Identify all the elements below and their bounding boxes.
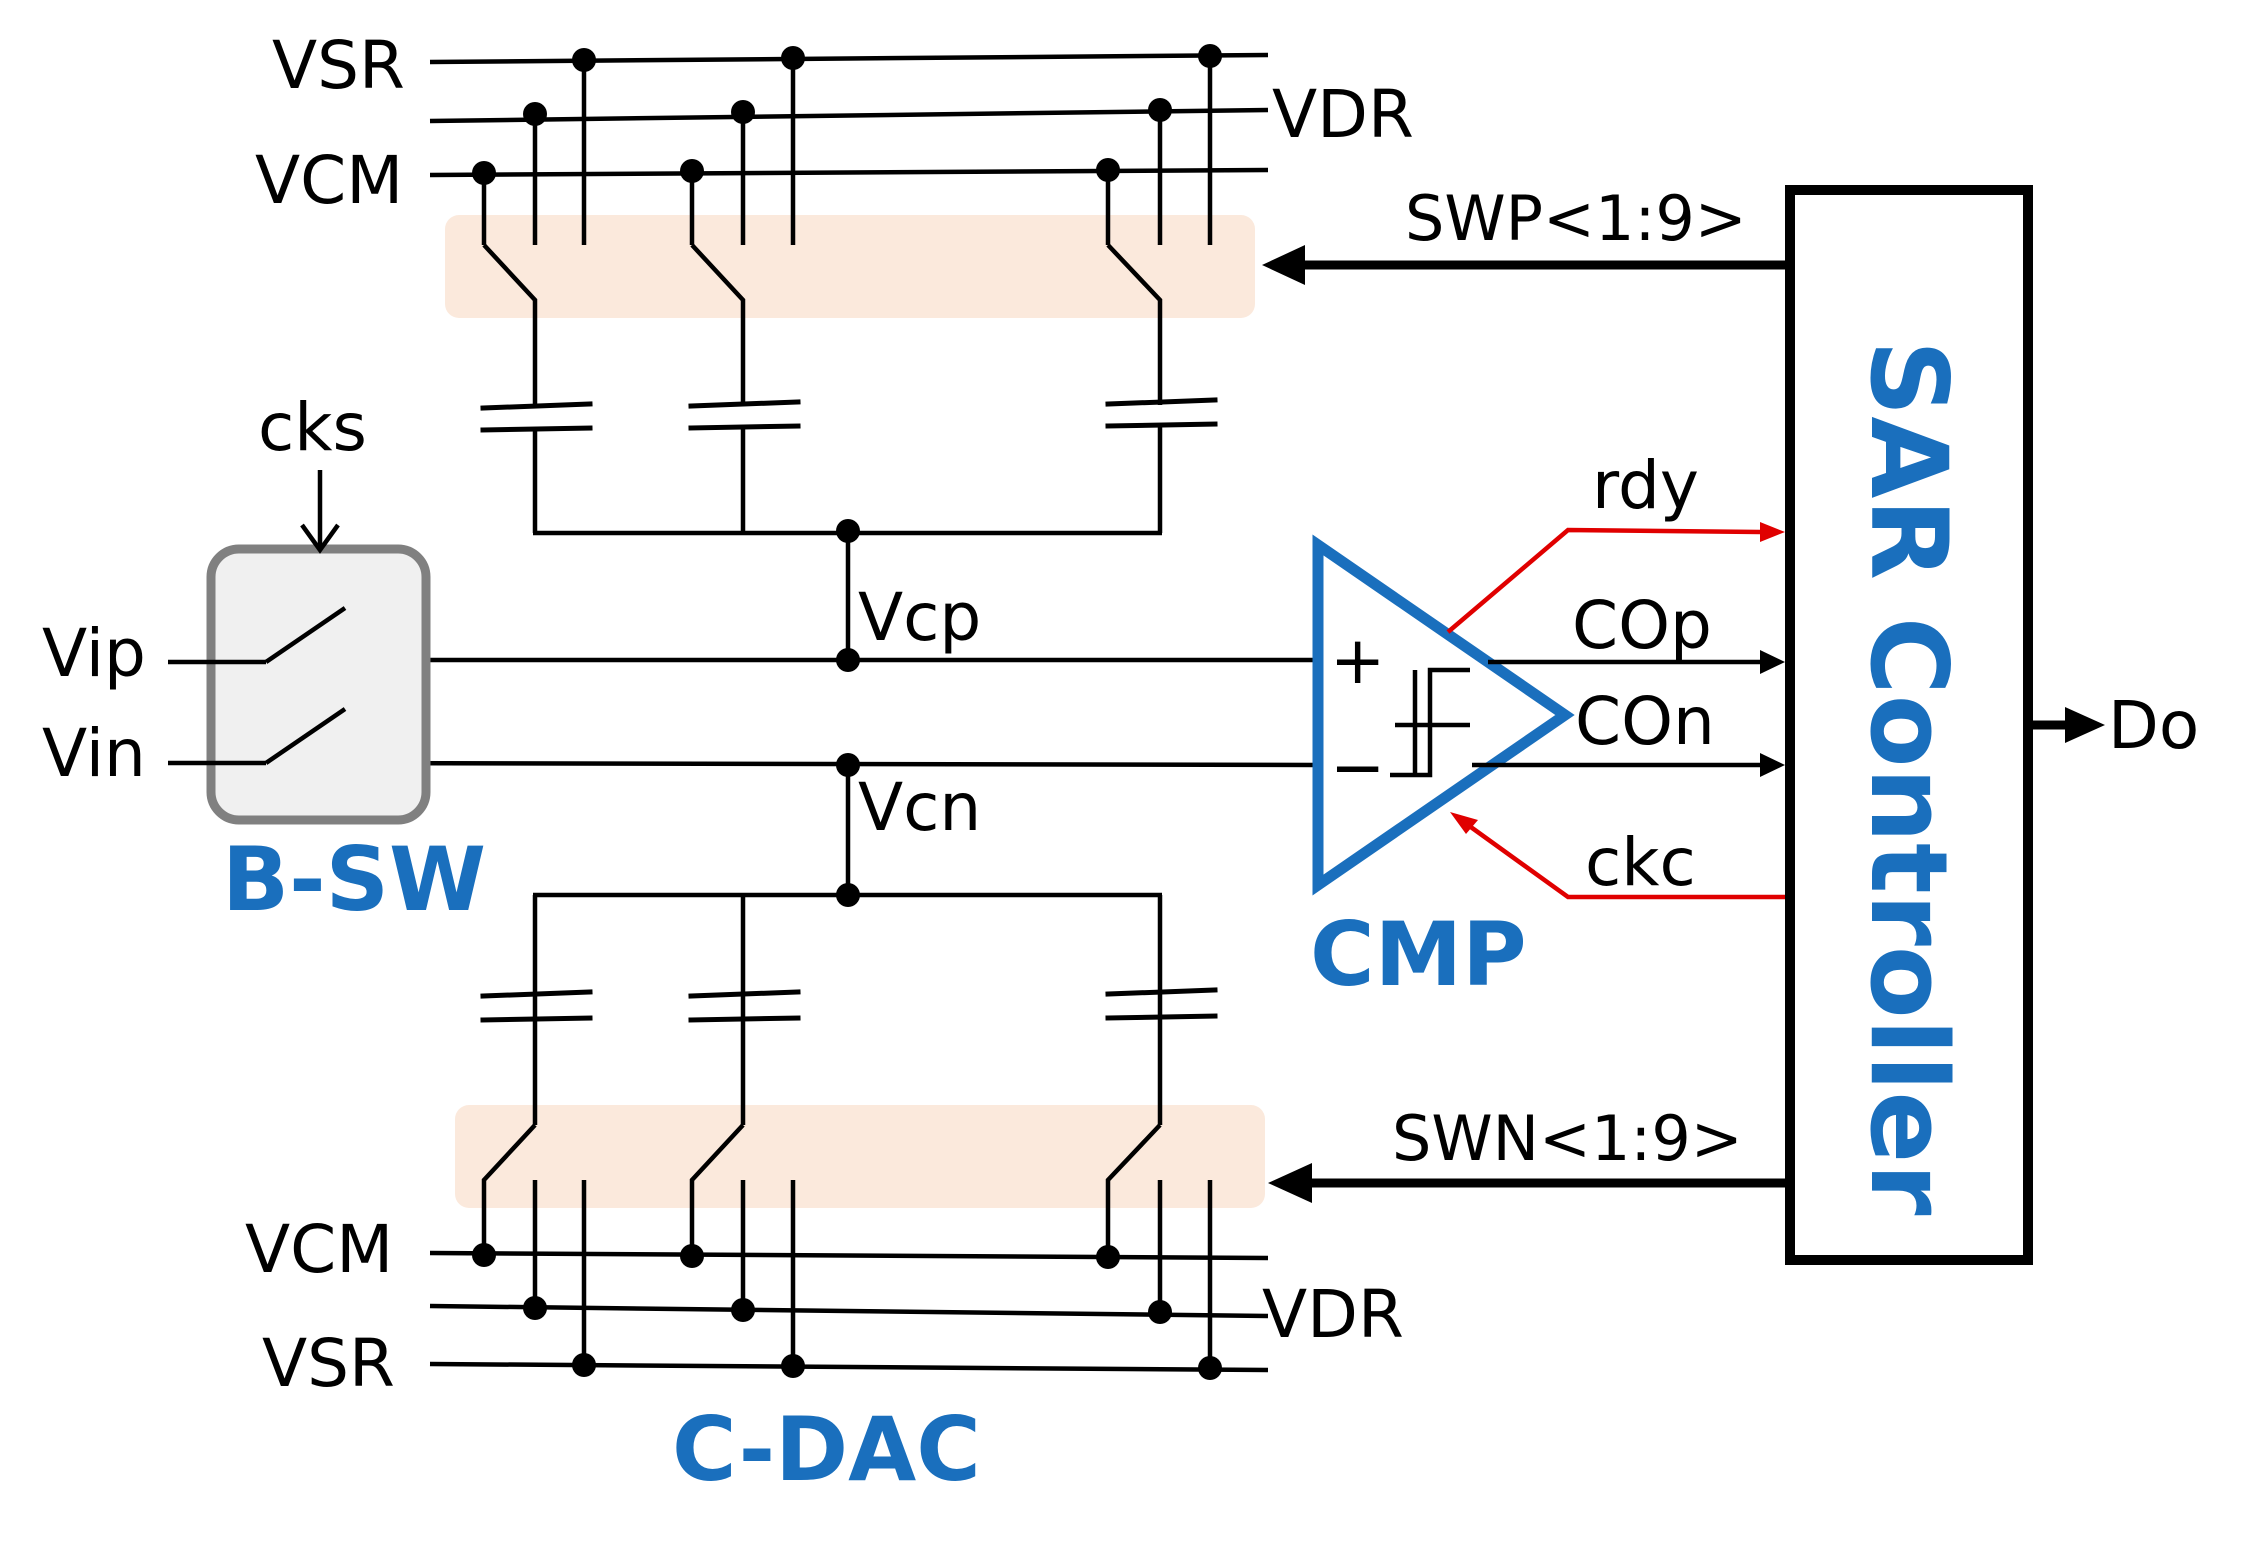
bsw-label: B-SW [222,828,486,931]
vip-label: Vip [42,615,146,692]
cks-label: cks [258,389,367,466]
bottom-switch-band [455,1105,1265,1208]
bottom-vcm-rail [429,1250,1269,1261]
do-label: Do [2108,687,2199,764]
rdy-label: rdy [1592,447,1699,524]
cks-arrow-head [300,523,340,554]
top-vdr-rail [429,107,1269,124]
cop-label: COp [1572,587,1712,664]
top-vdr-label: VDR [1272,76,1414,153]
sar-controller-label: SAR Controller [1847,340,1970,1216]
vip-switch-blade [264,606,347,664]
vin-switch-blade [264,707,347,765]
bottom-vdr-label: VDR [1262,1276,1404,1353]
bottom-vcm-label: VCM [245,1211,393,1288]
bottom-dac-cell-1 [472,895,596,1377]
vcp-label: Vcp [858,579,981,656]
ckc-arrowhead [1450,812,1478,834]
swp-label: SWP<1:9> [1405,182,1747,255]
rdy-line [1446,527,1761,634]
top-dac-cell-3 [1096,44,1222,533]
comparator-minus-label: − [1330,729,1385,806]
cdac-label: C-DAC [672,1398,981,1501]
ckc-label: ckc [1585,824,1696,901]
vin-label: Vin [42,715,146,792]
vcn-node [836,753,860,777]
sar-controller-box [1785,185,2033,1265]
bottom-vdr-rail [429,1303,1269,1319]
comparator-plus-label: + [1330,622,1385,699]
vcn-label: Vcn [858,769,981,846]
vcn-line [344,760,1319,768]
hysteresis-symbol [1390,667,1470,778]
swn-label: SWN<1:9> [1392,1102,1743,1175]
top-vcm-rail [429,167,1269,178]
rdy-arrowhead [1760,522,1785,542]
comparator-triangle [1312,534,1575,896]
top-vsr-rail [429,52,1269,65]
cmp-label: CMP [1310,903,1527,1006]
top-vsr-label: VSR [272,27,405,104]
swp-arrowhead [1262,245,1305,285]
ckc-line [1466,823,1785,900]
do-arrowhead [2065,707,2105,743]
con-label: COn [1575,683,1715,760]
bottom-vsr-label: VSR [262,1325,395,1402]
cop-arrowhead [1760,650,1785,674]
top-dac-cell-2 [680,46,805,533]
top-switch-band [445,215,1255,318]
bottom-dac-cell-2 [680,895,805,1378]
top-vcm-label: VCM [255,142,403,219]
top-dac-cell-1 [472,48,596,533]
vcp-node [836,648,860,672]
bsw-box [206,544,431,825]
swn-arrowhead [1268,1163,1312,1203]
bottom-vsr-rail [429,1361,1269,1373]
bottom-dac-cell-3 [1096,895,1222,1380]
con-arrowhead [1760,753,1785,777]
